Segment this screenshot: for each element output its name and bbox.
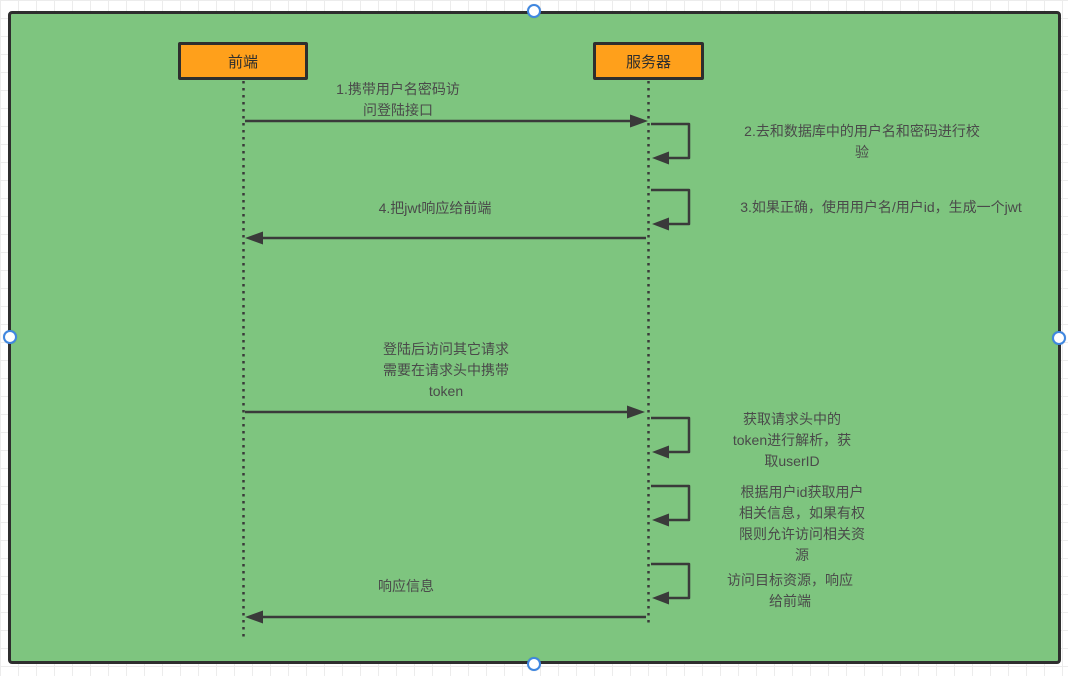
actor-frontend-label: 前端 (227, 53, 258, 71)
message-arrow-m5[interactable] (245, 405, 645, 419)
message-label-m6[interactable]: 获取请求头中的 token进行解析，获 取userID (732, 411, 852, 469)
message-label-m1[interactable]: 1.携带用户名密码访 问登陆接口 (336, 81, 460, 118)
message-arrow-m4[interactable] (245, 231, 646, 245)
message-label-m7[interactable]: 根据用户id获取用户 相关信息，如果有权 限则允许访问相关资 源 (739, 484, 865, 563)
self-loop-m8[interactable] (651, 562, 691, 605)
message-label-m5[interactable]: 登陆后访问其它请求 需要在请求头中携带 token (383, 341, 509, 399)
message-label-m3[interactable]: 3.如果正确，使用用户名/用户id，生成一个jwt (740, 199, 1022, 215)
self-loop-m7[interactable] (651, 484, 691, 527)
self-loop-m2[interactable] (651, 122, 691, 165)
message-arrow-m1[interactable] (245, 114, 648, 128)
message-arrow-m9[interactable] (245, 610, 646, 624)
message-label-m4[interactable]: 4.把jwt响应给前端 (378, 200, 492, 216)
resize-handle-top[interactable] (527, 4, 541, 18)
resize-handle-right[interactable] (1052, 331, 1066, 345)
self-loop-m6[interactable] (651, 416, 691, 459)
message-label-m2[interactable]: 2.去和数据库中的用户名和密码进行校 验 (744, 123, 980, 160)
message-label-m9[interactable]: 响应信息 (378, 578, 434, 594)
resize-handle-bottom[interactable] (527, 657, 541, 671)
self-loop-m3[interactable] (651, 188, 691, 231)
actor-frontend[interactable]: 前端 (178, 42, 308, 80)
resize-handle-left[interactable] (3, 330, 17, 344)
message-label-m8[interactable]: 访问目标资源，响应 给前端 (727, 572, 853, 609)
actor-server[interactable]: 服务器 (593, 42, 704, 80)
actor-server-label: 服务器 (625, 53, 671, 71)
